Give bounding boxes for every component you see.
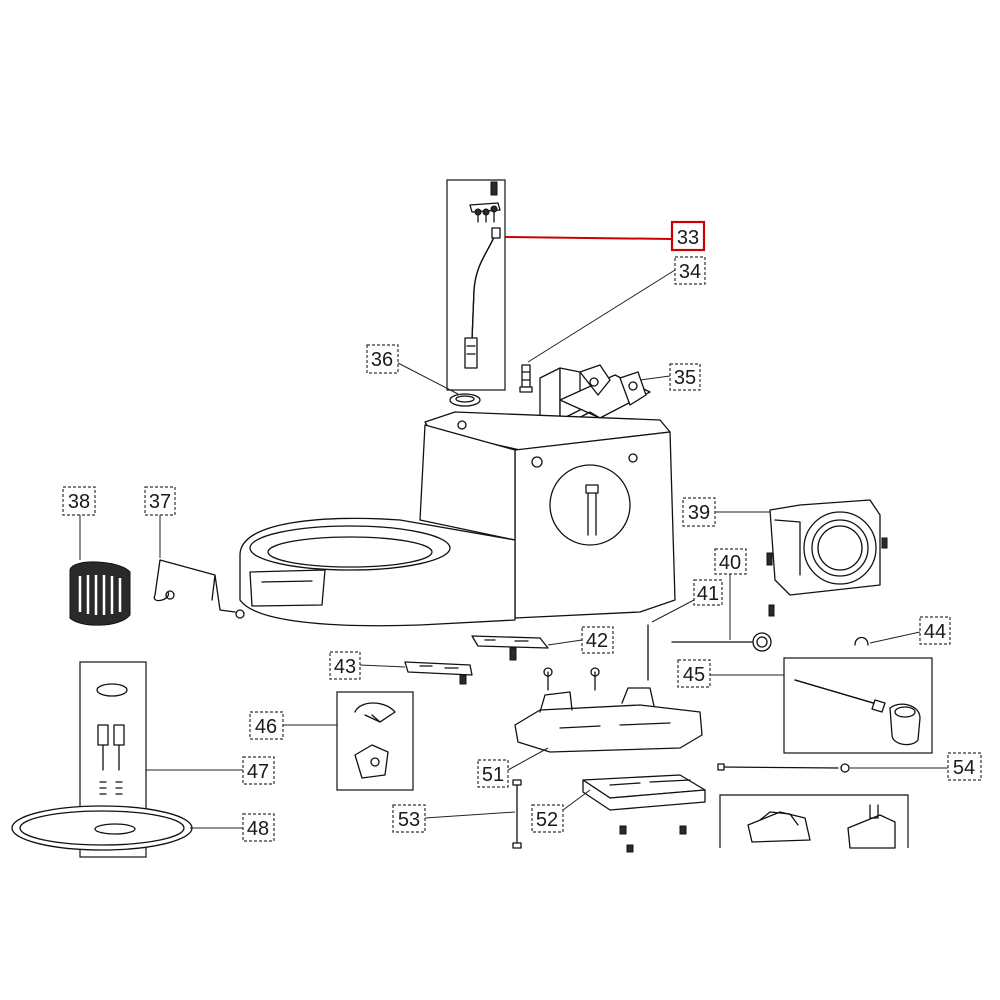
callout-36-label: 36 <box>371 349 393 371</box>
part-35-top-bracket[interactable] <box>539 364 651 429</box>
part-51-frame-plate[interactable] <box>514 667 703 753</box>
callout-47-label: 47 <box>247 761 269 783</box>
leader-43 <box>359 664 406 668</box>
part-33-hose-assembly[interactable] <box>446 179 506 391</box>
callout-42-label: 42 <box>586 630 608 652</box>
part-46-latch-set[interactable] <box>336 691 414 791</box>
callout-52[interactable]: 52 <box>531 804 564 833</box>
callout-42[interactable]: 42 <box>581 626 614 654</box>
callout-40[interactable]: 40 <box>714 548 747 575</box>
callout-33-label: 33 <box>677 227 699 249</box>
callout-35-label: 35 <box>674 367 696 389</box>
callout-41-label: 41 <box>697 583 719 605</box>
part-34-pin[interactable] <box>519 364 533 393</box>
leader-36 <box>397 362 459 395</box>
callout-46[interactable]: 46 <box>249 711 284 740</box>
callout-40-label: 40 <box>719 552 741 574</box>
part-37-wire-spring[interactable] <box>153 559 245 619</box>
leader-33 <box>504 236 673 240</box>
callout-48-label: 48 <box>247 818 269 840</box>
callout-41[interactable]: 41 <box>693 579 723 606</box>
callout-36[interactable]: 36 <box>366 344 399 374</box>
part-36-gasket[interactable] <box>449 393 481 407</box>
callout-53[interactable]: 53 <box>392 804 426 833</box>
part-54-rod[interactable] <box>717 763 850 773</box>
leader-53 <box>424 811 516 819</box>
callout-33[interactable]: 33 <box>670 220 706 252</box>
leader-35 <box>639 375 671 381</box>
callout-37-label: 37 <box>149 491 171 513</box>
leader-44 <box>869 631 921 644</box>
callout-43-label: 43 <box>334 656 356 678</box>
callout-51-label: 51 <box>482 764 504 786</box>
callout-54-label: 54 <box>953 757 975 779</box>
callout-38[interactable]: 38 <box>62 486 96 516</box>
callout-43[interactable]: 43 <box>329 651 361 680</box>
part-44-clip[interactable] <box>854 636 869 646</box>
callout-37[interactable]: 37 <box>144 486 176 516</box>
callout-52-label: 52 <box>536 809 558 831</box>
callout-34-label: 34 <box>679 261 701 283</box>
main-base-housing[interactable] <box>239 411 676 627</box>
leader-52 <box>562 789 591 811</box>
part-47-valve-assembly[interactable] <box>79 661 147 858</box>
part-53-thin-pin[interactable] <box>512 779 522 849</box>
leader-34 <box>527 269 676 363</box>
part-40-rod-with-ring[interactable] <box>671 632 772 652</box>
part-45-shaft-assembly[interactable] <box>783 657 933 754</box>
leader-51 <box>507 747 549 771</box>
part-42-bracket[interactable] <box>471 635 549 661</box>
part-39-fan-housing[interactable] <box>766 499 888 617</box>
callout-53-label: 53 <box>398 809 420 831</box>
callout-48[interactable]: 48 <box>242 813 275 842</box>
part-group-motor-partial[interactable] <box>719 794 909 849</box>
callout-34[interactable]: 34 <box>674 256 706 285</box>
callout-45-label: 45 <box>683 664 705 686</box>
leader-41 <box>651 599 695 623</box>
callout-51[interactable]: 51 <box>477 759 509 788</box>
part-43-bracket[interactable] <box>404 661 473 685</box>
callout-46-label: 46 <box>255 716 277 738</box>
part-38-grill[interactable] <box>69 561 131 626</box>
callout-45[interactable]: 45 <box>677 659 711 688</box>
leader-42 <box>547 639 583 646</box>
callout-35[interactable]: 35 <box>669 363 701 391</box>
callout-39-label: 39 <box>688 502 710 524</box>
part-52-pcb-board[interactable] <box>582 774 706 853</box>
callout-38-label: 38 <box>68 491 90 513</box>
callout-39[interactable]: 39 <box>682 497 716 527</box>
part-48-base-plate[interactable] <box>11 805 193 851</box>
callout-54[interactable]: 54 <box>947 752 982 781</box>
callout-47[interactable]: 47 <box>242 756 275 785</box>
callout-44[interactable]: 44 <box>919 616 951 645</box>
callout-44-label: 44 <box>924 621 946 643</box>
